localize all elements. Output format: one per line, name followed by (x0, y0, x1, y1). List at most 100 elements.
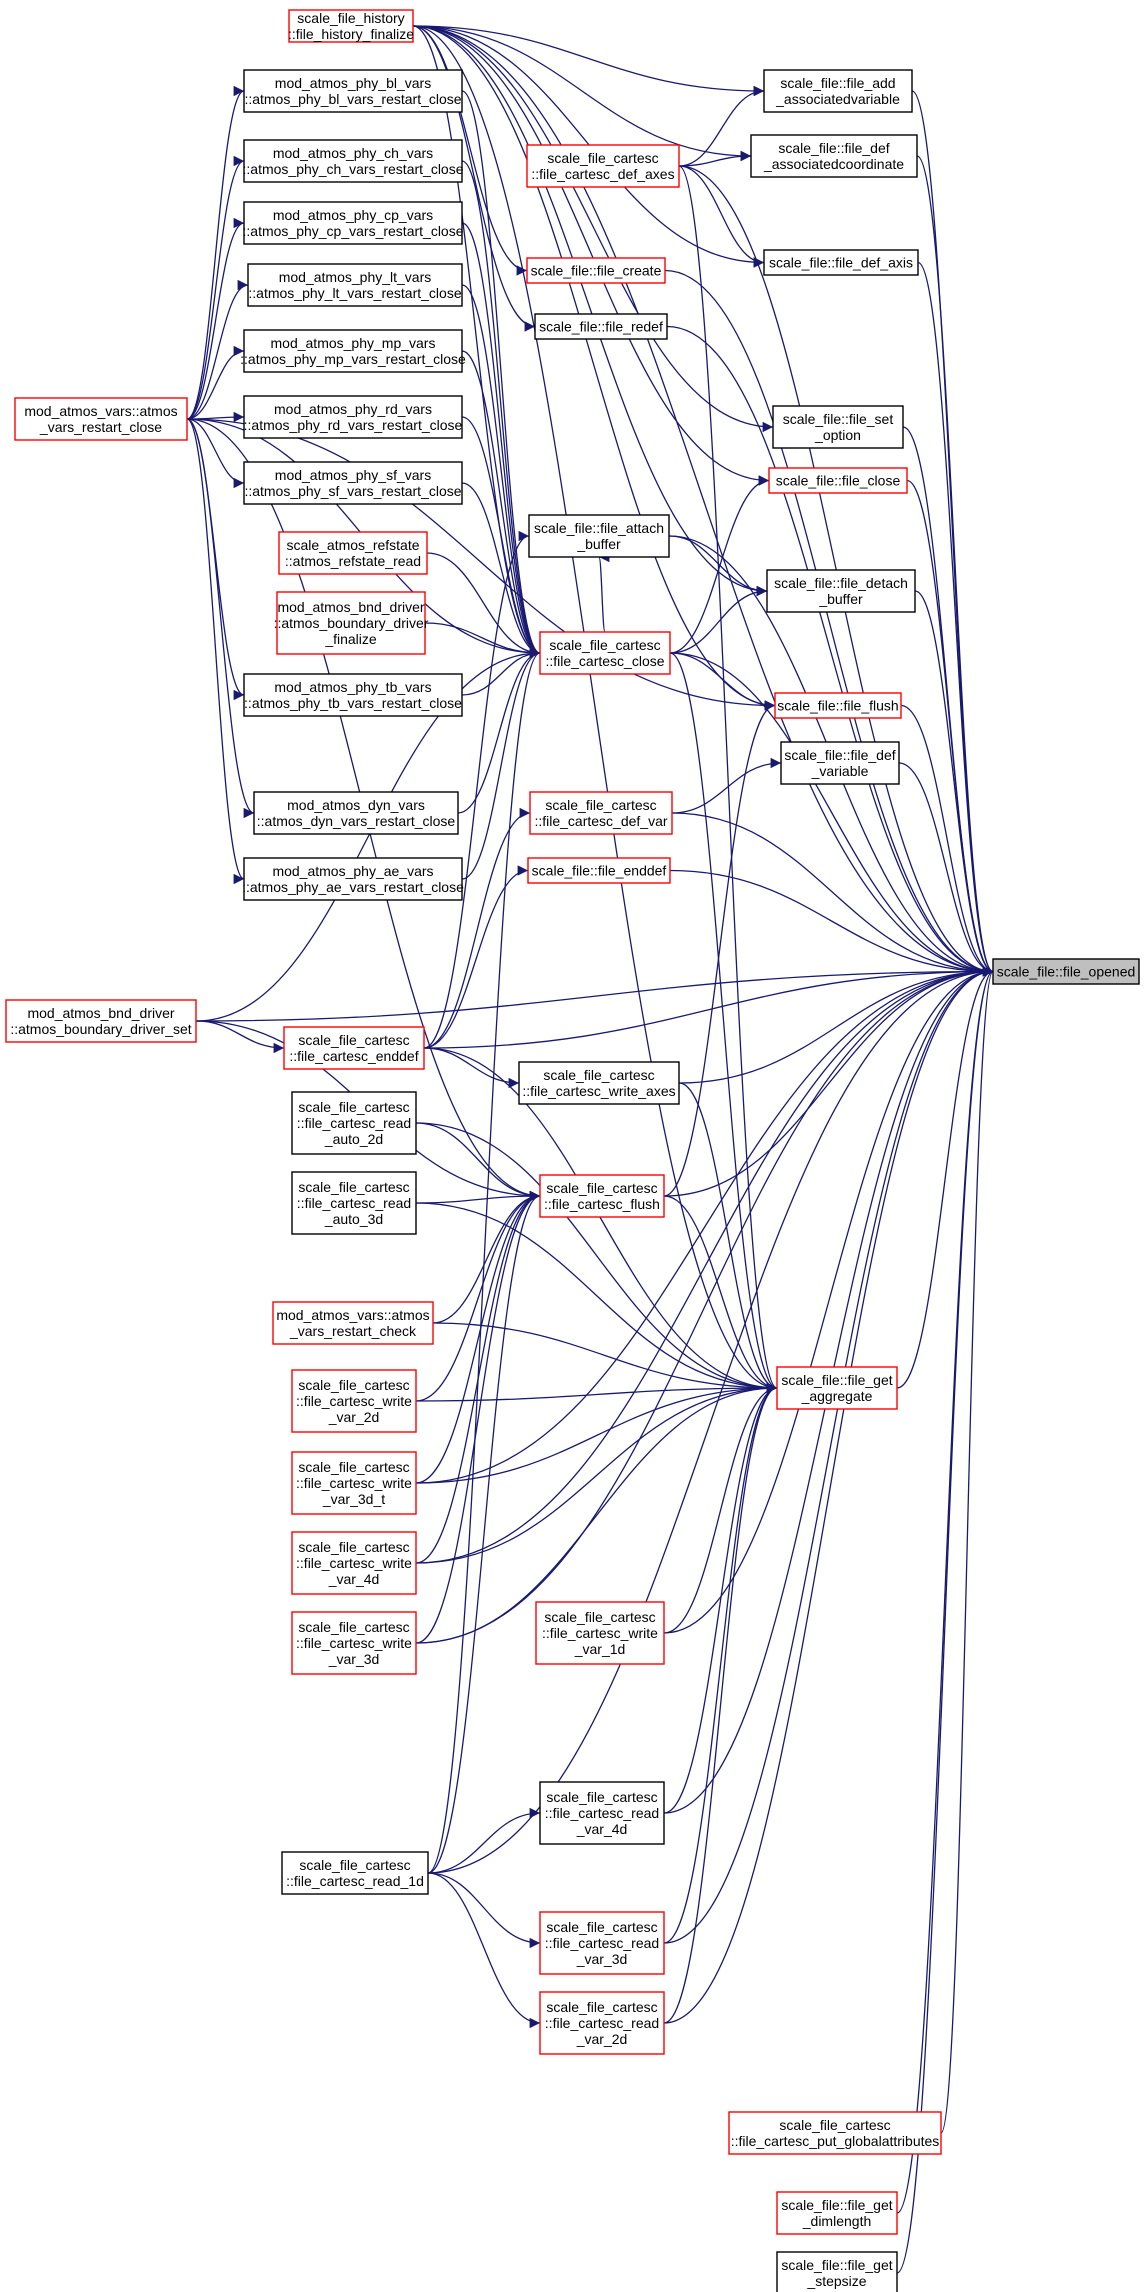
node-box-def_var[interactable] (529, 791, 673, 835)
node-box-create[interactable] (526, 257, 666, 284)
node-box-flush[interactable] (774, 692, 902, 719)
node-history[interactable]: scale_file_history::file_history_finaliz… (288, 9, 414, 43)
node-detach[interactable]: scale_file::file_detach_buffer (766, 569, 916, 613)
node-bl[interactable]: mod_atmos_phy_bl_vars::atmos_phy_bl_vars… (243, 69, 463, 113)
node-set_option[interactable]: scale_file::file_set_option (772, 405, 904, 449)
node-box-set_option[interactable] (772, 405, 904, 449)
node-write_axes[interactable]: scale_file_cartesc::file_cartesc_write_a… (518, 1061, 680, 1105)
node-box-write_axes[interactable] (518, 1061, 680, 1105)
node-cenddef[interactable]: scale_file_cartesc::file_cartesc_enddef (283, 1026, 425, 1070)
node-wv3d[interactable]: scale_file_cartesc::file_cartesc_write_v… (291, 1611, 417, 1675)
node-cp[interactable]: mod_atmos_phy_cp_vars::atmos_phy_cp_vars… (243, 201, 464, 245)
node-ae[interactable]: mod_atmos_phy_ae_vars::atmos_phy_ae_vars… (242, 857, 464, 901)
node-box-lt[interactable] (247, 263, 463, 307)
node-box-sf[interactable] (243, 461, 463, 505)
node-box-dyn[interactable] (253, 791, 459, 835)
node-restart_close[interactable]: mod_atmos_vars::atmos_vars_restart_close (14, 397, 188, 441)
node-read3d[interactable]: scale_file_cartesc::file_cartesc_read_au… (291, 1171, 417, 1235)
node-flush[interactable]: scale_file::file_flush (774, 692, 902, 719)
node-box-close[interactable] (768, 467, 908, 494)
node-rv2d[interactable]: scale_file_cartesc::file_cartesc_read_va… (539, 1991, 665, 2055)
node-opened[interactable]: scale_file::file_opened (992, 958, 1140, 985)
node-bnd_fin[interactable]: mod_atmos_bnd_driver::atmos_boundary_dri… (274, 591, 429, 655)
node-box-redef[interactable] (534, 313, 668, 340)
node-box-restart_check[interactable] (272, 1301, 434, 1345)
node-box-rv4d[interactable] (539, 1781, 665, 1845)
node-rv3d[interactable]: scale_file_cartesc::file_cartesc_read_va… (539, 1911, 665, 1975)
node-box-wv3dt[interactable] (291, 1451, 417, 1515)
node-box-read2d[interactable] (291, 1091, 417, 1155)
node-def_axes[interactable]: scale_file_cartesc::file_cartesc_def_axe… (526, 144, 680, 188)
node-box-cclose[interactable] (539, 631, 671, 675)
node-box-opened[interactable] (992, 958, 1140, 985)
node-cclose[interactable]: scale_file_cartesc::file_cartesc_close (539, 631, 671, 675)
node-tb[interactable]: mod_atmos_phy_tb_vars::atmos_phy_tb_vars… (243, 673, 463, 717)
node-enddef[interactable]: scale_file::file_enddef (527, 857, 671, 884)
node-box-rv2d[interactable] (539, 1991, 665, 2055)
node-attach[interactable]: scale_file::file_attach_buffer (528, 514, 670, 558)
node-def_variable[interactable]: scale_file::file_def_variable (780, 741, 900, 785)
node-box-attach[interactable] (528, 514, 670, 558)
node-box-read1d[interactable] (281, 1851, 429, 1895)
node-box-history[interactable] (288, 9, 414, 43)
node-def_assoc[interactable]: scale_file::file_def_associatedcoordinat… (750, 134, 918, 178)
node-lt[interactable]: mod_atmos_phy_lt_vars::atmos_phy_lt_vars… (247, 263, 463, 307)
node-get_dimlength[interactable]: scale_file::file_get_dimlength (776, 2191, 898, 2235)
node-bnd_set[interactable]: mod_atmos_bnd_driver::atmos_boundary_dri… (5, 999, 197, 1043)
node-close[interactable]: scale_file::file_close (768, 467, 908, 494)
node-box-get_aggregate[interactable] (776, 1366, 898, 1410)
node-box-ae[interactable] (243, 857, 463, 901)
node-box-def_axes[interactable] (526, 144, 680, 188)
node-dyn[interactable]: mod_atmos_dyn_vars::atmos_dyn_vars_resta… (253, 791, 459, 835)
node-box-wv4d[interactable] (291, 1531, 417, 1595)
node-box-tb[interactable] (243, 673, 463, 717)
node-wv4d[interactable]: scale_file_cartesc::file_cartesc_write_v… (291, 1531, 417, 1595)
node-box-wv2d[interactable] (291, 1369, 417, 1433)
node-box-cflush[interactable] (539, 1174, 665, 1218)
node-box-cenddef[interactable] (283, 1026, 425, 1070)
node-box-def_assoc[interactable] (750, 134, 918, 178)
node-add_assoc[interactable]: scale_file::file_add_associatedvariable (763, 69, 913, 113)
node-box-mp[interactable] (243, 329, 463, 373)
node-wv1d[interactable]: scale_file_cartesc::file_cartesc_write_v… (535, 1601, 665, 1665)
node-box-enddef[interactable] (527, 857, 671, 884)
node-get_stepsize[interactable]: scale_file::file_get_stepsize (776, 2251, 898, 2292)
node-rv4d[interactable]: scale_file_cartesc::file_cartesc_read_va… (539, 1781, 665, 1845)
node-def_axis[interactable]: scale_file::file_def_axis (763, 249, 919, 276)
node-box-def_axis[interactable] (763, 249, 919, 276)
node-box-def_variable[interactable] (780, 741, 900, 785)
node-box-detach[interactable] (766, 569, 916, 613)
node-globalattr[interactable]: scale_file_cartesc::file_cartesc_put_glo… (728, 2111, 942, 2155)
node-box-get_stepsize[interactable] (776, 2251, 898, 2292)
node-box-rv3d[interactable] (539, 1911, 665, 1975)
node-box-read3d[interactable] (291, 1171, 417, 1235)
node-mp[interactable]: mod_atmos_phy_mp_vars::atmos_phy_mp_vars… (240, 329, 466, 373)
node-get_aggregate[interactable]: scale_file::file_get_aggregate (776, 1366, 898, 1410)
node-create[interactable]: scale_file::file_create (526, 257, 666, 284)
node-box-bnd_fin[interactable] (276, 591, 426, 655)
node-box-get_dimlength[interactable] (776, 2191, 898, 2235)
node-refstate[interactable]: scale_atmos_refstate::atmos_refstate_rea… (278, 531, 428, 575)
node-wv3dt[interactable]: scale_file_cartesc::file_cartesc_write_v… (291, 1451, 417, 1515)
node-read1d[interactable]: scale_file_cartesc::file_cartesc_read_1d (281, 1851, 429, 1895)
node-rd[interactable]: mod_atmos_phy_rd_vars::atmos_phy_rd_vars… (243, 395, 463, 439)
node-box-refstate[interactable] (278, 531, 428, 575)
node-box-rd[interactable] (243, 395, 463, 439)
node-sf[interactable]: mod_atmos_phy_sf_vars::atmos_phy_sf_vars… (243, 461, 463, 505)
node-redef[interactable]: scale_file::file_redef (534, 313, 668, 340)
node-box-globalattr[interactable] (728, 2111, 942, 2155)
node-read2d[interactable]: scale_file_cartesc::file_cartesc_read_au… (291, 1091, 417, 1155)
node-box-add_assoc[interactable] (763, 69, 913, 113)
node-box-bnd_set[interactable] (5, 999, 197, 1043)
node-def_var[interactable]: scale_file_cartesc::file_cartesc_def_var (529, 791, 673, 835)
node-box-bl[interactable] (243, 69, 463, 113)
node-box-ch[interactable] (243, 139, 463, 183)
node-box-restart_close[interactable] (14, 397, 188, 441)
node-box-wv3d[interactable] (291, 1611, 417, 1675)
node-cflush[interactable]: scale_file_cartesc::file_cartesc_flush (539, 1174, 665, 1218)
node-box-cp[interactable] (243, 201, 463, 245)
node-restart_check[interactable]: mod_atmos_vars::atmos_vars_restart_check (272, 1301, 434, 1345)
node-wv2d[interactable]: scale_file_cartesc::file_cartesc_write_v… (291, 1369, 417, 1433)
node-box-wv1d[interactable] (535, 1601, 665, 1665)
node-ch[interactable]: mod_atmos_phy_ch_vars::atmos_phy_ch_vars… (243, 139, 464, 183)
